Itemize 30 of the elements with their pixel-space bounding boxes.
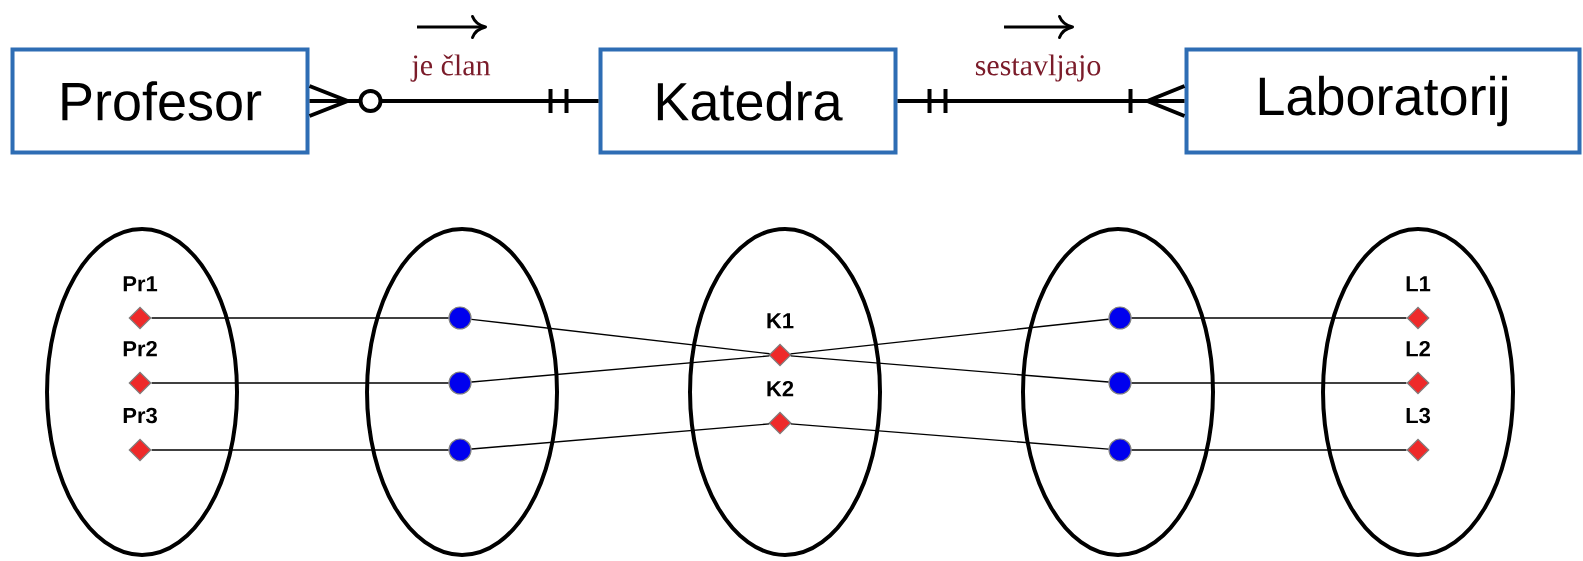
connector-line [150,449,450,451]
connector-line [470,423,771,450]
dot [448,306,472,330]
ellipse [1021,227,1215,557]
connector-line [790,355,1110,383]
dot [448,438,472,462]
edge-label: je član [410,54,491,82]
connector-line [150,317,450,319]
dot [1108,438,1132,462]
dot [1108,306,1132,330]
dot [448,371,472,395]
entity-box: Laboratorij [1184,47,1582,155]
connector-line [1130,317,1408,319]
entity-box: Profesor [10,47,310,155]
connector-line [470,318,771,355]
connector-line [789,318,1110,355]
ellipse [1321,227,1515,557]
entity-box: Katedra [598,47,898,155]
connector-line [790,423,1110,450]
dot [1108,371,1132,395]
ellipse [45,227,239,557]
connector-line [470,355,771,383]
ellipse [365,227,559,557]
relationship-line [307,84,601,118]
relationship-line [895,84,1187,118]
connector-line [1130,449,1408,451]
connector-line [150,382,450,384]
ellipse [688,227,882,557]
connector-line [1130,382,1408,384]
edge-label: sestavljajo [975,54,1101,82]
